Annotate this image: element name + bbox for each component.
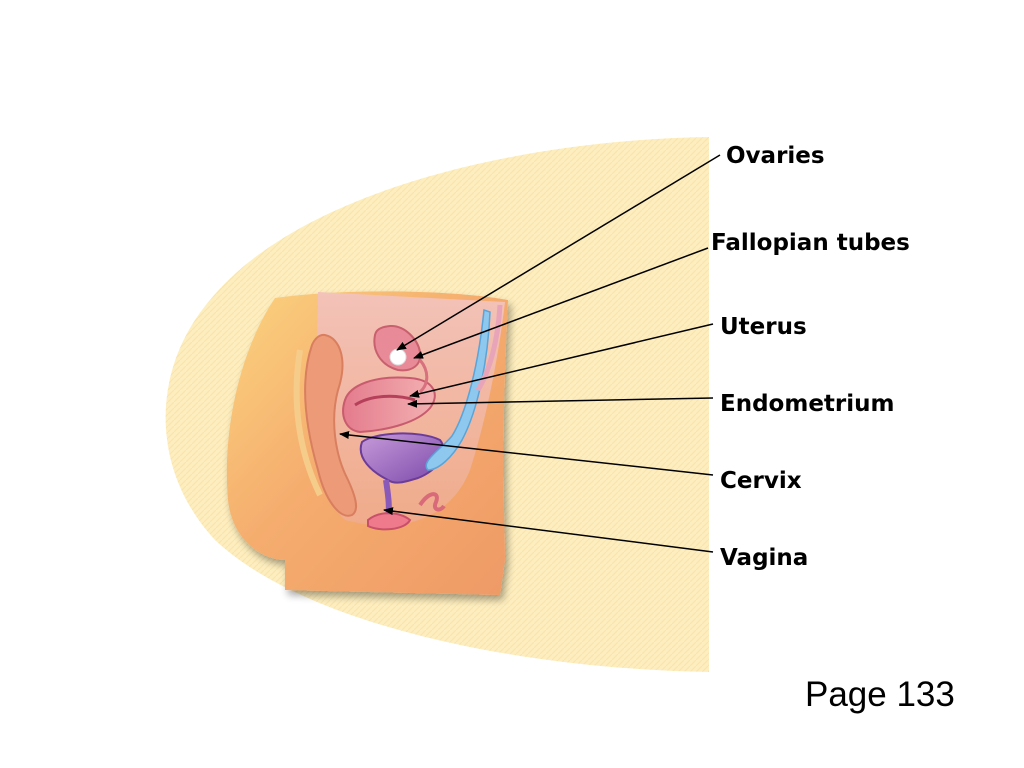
leader-lines (339, 154, 721, 553)
leader-line-ovaries (396, 154, 721, 351)
rectum (304, 333, 358, 517)
endometrium-lining (354, 394, 416, 407)
label-vagina: Vagina (720, 545, 809, 571)
leader-line-vagina (383, 507, 714, 553)
ovary-shape (389, 348, 407, 366)
label-ovaries: Ovaries (726, 143, 825, 169)
label-endometrium: Endometrium (720, 391, 895, 417)
tube-connector (418, 359, 429, 394)
leader-line-cervix (339, 431, 714, 476)
label-uterus: Uterus (720, 314, 807, 340)
label-fallopian-tubes: Fallopian tubes (711, 230, 910, 256)
page-number: Page 133 (805, 675, 955, 714)
label-cervix: Cervix (720, 468, 802, 494)
leader-line-endometrium (407, 397, 714, 408)
vagina-shape (367, 512, 412, 531)
ureter (425, 308, 491, 471)
external-genitalia (418, 492, 446, 512)
sacrum-outline (293, 349, 323, 497)
bladder (359, 432, 445, 484)
tissue-band (475, 304, 503, 392)
leader-line-fallopian-tubes (413, 247, 709, 359)
leader-line-uterus (409, 323, 714, 398)
